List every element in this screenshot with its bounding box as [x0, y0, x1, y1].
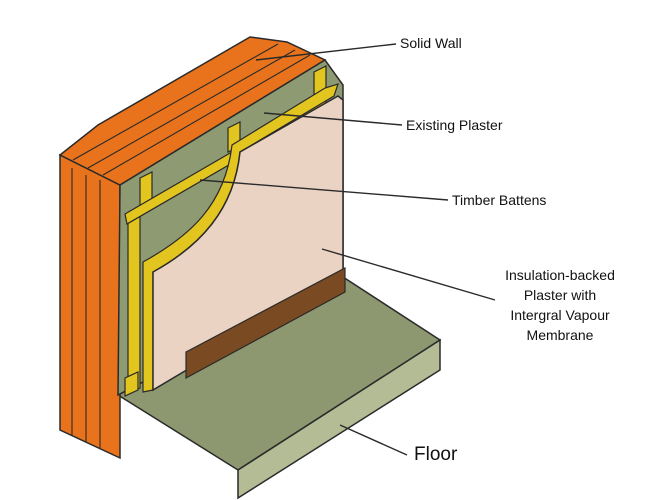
skirting-board — [185, 267, 346, 380]
label-insulation-line-3: Intergral Vapour — [510, 307, 610, 323]
label-insulation-line-2: Plaster with — [523, 287, 597, 303]
leader-line-insulation — [321, 248, 496, 301]
label-floor: Floor — [414, 444, 458, 465]
label-insulation-backed-plaster: Insulation-backed Plaster with Intergral… — [494, 265, 626, 345]
label-insulation-line-1: Insulation-backed — [505, 267, 615, 283]
floor-front — [237, 338, 441, 500]
brick-course-line — [87, 49, 296, 169]
solid-wall-front-edge — [59, 153, 121, 460]
brick-course-line — [72, 43, 279, 161]
leader-line-existing-plaster — [263, 112, 403, 126]
leader-line-solid-wall — [255, 43, 397, 61]
leader-line-floor — [339, 424, 408, 456]
leader-line-timber-battens — [199, 179, 449, 201]
label-insulation-line-4: Membrane — [526, 327, 594, 343]
label-timber-battens: Timber Battens — [452, 192, 547, 208]
label-existing-plaster: Existing Plaster — [406, 117, 503, 133]
brick-course-line — [102, 54, 311, 176]
insulation-board — [152, 95, 344, 392]
label-solid-wall: Solid Wall — [400, 35, 462, 51]
timber-batten — [127, 208, 141, 394]
timber-batten — [124, 371, 139, 397]
